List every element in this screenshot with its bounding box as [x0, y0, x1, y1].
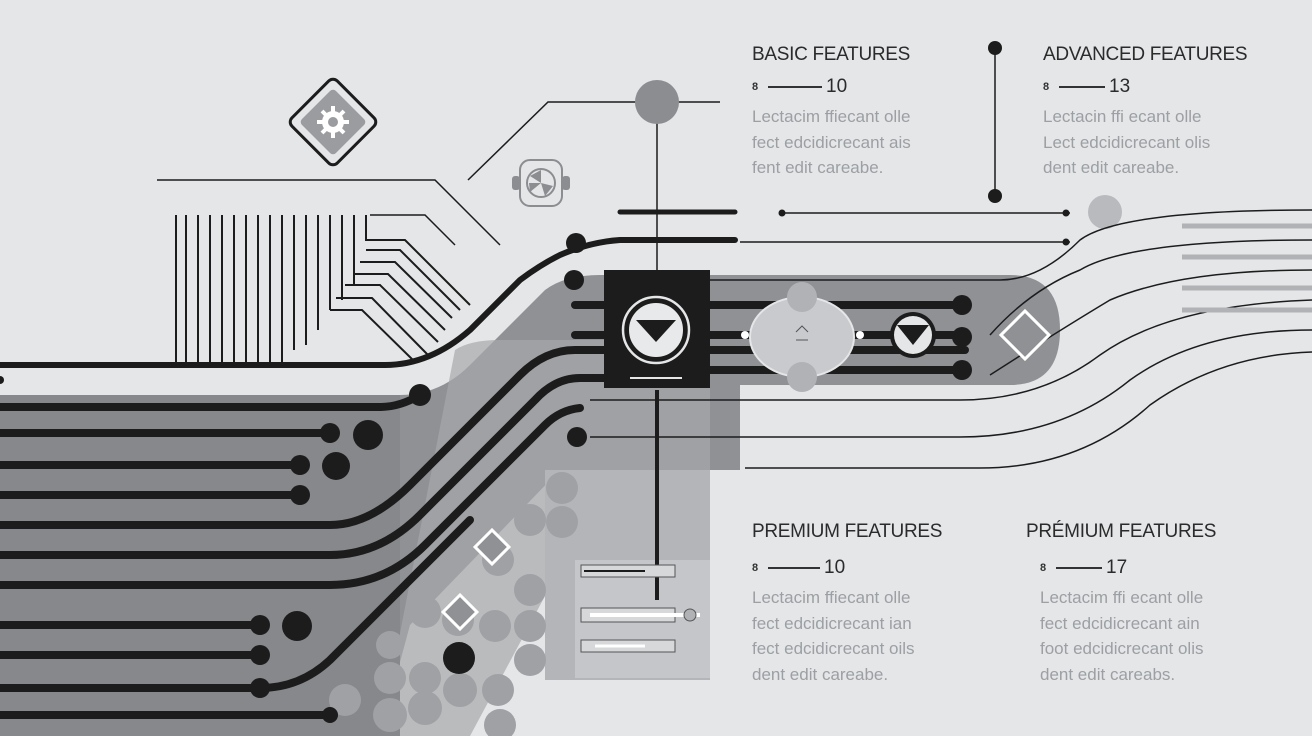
fan-icon: [512, 159, 570, 207]
feature-title: PRÉMIUM FEATURES: [1026, 521, 1217, 542]
slider-icon: [580, 564, 700, 653]
feature-value: 10: [826, 76, 848, 97]
description-line: dent edit careabe.: [1043, 158, 1180, 177]
feature-description: Lectacim ffiecant olle fect edcidicrecan…: [752, 585, 942, 687]
feature-value: 13: [1109, 76, 1131, 97]
diamond-icon: [472, 527, 512, 567]
lens-element: [741, 282, 864, 392]
description-line: Lectacim ffiecant olle: [752, 107, 911, 126]
description-line: dent edit careabe.: [752, 664, 889, 684]
diamond-icon: [998, 308, 1052, 362]
feature-premium-alt: PRÉMIUM FEATURES 8 17 Lectacim ffi ecant…: [1026, 521, 1216, 687]
bent-lines: [330, 215, 471, 363]
feature-description: Lectacim ffi ecant olle fect edcidicreca…: [1040, 585, 1216, 687]
vertical-bars: [175, 215, 355, 365]
left-gray-wedge: [0, 395, 400, 736]
description-line: foot edcidicrecant olis: [1040, 639, 1204, 658]
feature-advanced: ADVANCED FEATURES 8 13 Lectacin ffi ecan…: [1043, 44, 1248, 181]
feature-index: 8: [1043, 81, 1050, 93]
feature-premium: PREMIUM FEATURES 8 10 Lectacim ffiecant …: [752, 521, 942, 687]
feature-dash: [1059, 86, 1105, 88]
description-line: Lectacin ffi ecant olle: [1043, 107, 1202, 126]
description-line: Lect edcidicrecant olis: [1043, 132, 1211, 152]
feature-dash: [768, 567, 820, 569]
description-line: fect edcidicrecant oils: [752, 639, 915, 658]
right-gray-bars: [1182, 223, 1312, 313]
feature-value: 17: [1106, 557, 1128, 578]
feature-index: 8: [752, 81, 759, 93]
chevron-down-icon: [890, 312, 936, 358]
central-chip: [604, 270, 710, 600]
feature-title: ADVANCED FEATURES: [1043, 44, 1248, 65]
feature-dash: [1056, 567, 1102, 569]
right-node: [1088, 195, 1122, 229]
description-line: Lectacim ffi ecant olle: [1040, 588, 1204, 607]
feature-dash: [768, 86, 822, 88]
description-line: fent edit careabe.: [752, 158, 884, 177]
description-line: Lectacim ffiecant olle: [752, 588, 911, 607]
diamond-icon: [440, 592, 480, 632]
feature-index: 8: [1040, 562, 1047, 574]
feature-index: 8: [752, 562, 759, 574]
feature-description: Lectacin ffi ecant olle Lect edcidicreca…: [1043, 104, 1247, 181]
feature-title: PREMIUM FEATURES: [752, 521, 943, 542]
description-line: fect edcidicrecant ais: [752, 132, 911, 152]
description-line: dent edit careabs.: [1040, 664, 1176, 684]
top-node: [635, 80, 679, 124]
feature-description: Lectacim ffiecant olle fect edcidicrecan…: [752, 104, 911, 181]
description-line: fect edcidicrecant ain: [1040, 613, 1200, 633]
feature-value: 10: [824, 557, 846, 578]
dot-pattern: [329, 472, 578, 736]
chevron-down-icon: [636, 320, 676, 342]
gear-icon: [288, 77, 378, 167]
trace-end-dots: [250, 233, 972, 723]
feature-title: BASIC FEATURES: [752, 44, 911, 65]
feature-basic: BASIC FEATURES 8 10 Lectacim ffiecant ol…: [752, 44, 911, 181]
description-line: fect edcidicrecant ian: [752, 613, 912, 633]
